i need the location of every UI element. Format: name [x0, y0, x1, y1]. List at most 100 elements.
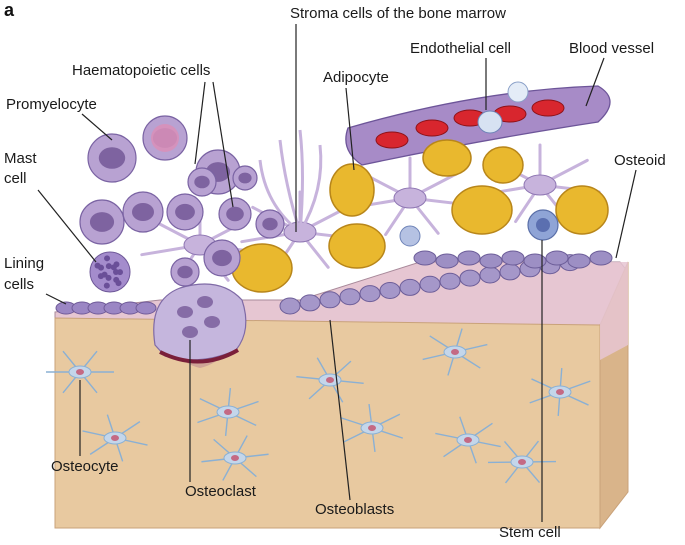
- bone-surface-cell: [413, 250, 437, 266]
- osteocyte-nucleus: [111, 435, 119, 441]
- haematopoietic-nucleus: [132, 203, 154, 221]
- stroma-process: [278, 139, 302, 233]
- red-blood-cell: [415, 119, 449, 137]
- stroma-cell: [523, 174, 557, 196]
- label-osteoclast: Osteoclast: [185, 483, 256, 500]
- bone-surface-cell: [435, 253, 459, 269]
- osteoblast-cell: [359, 285, 381, 303]
- label-stroma-cells: Stroma cells of the bone marrow: [290, 5, 506, 22]
- osteoclast-ruffled-border: [159, 348, 240, 364]
- mast-cell-granule: [103, 282, 110, 289]
- osteocyte-nucleus: [368, 425, 376, 431]
- osteoblast-cell: [319, 291, 341, 309]
- leader-haematopoietic-a: [194, 81, 206, 165]
- haematopoietic-nucleus: [175, 203, 195, 221]
- osteocyte-nucleus: [224, 409, 232, 415]
- mast-cell-granule: [94, 262, 101, 269]
- panel-letter: a: [4, 0, 15, 20]
- osteoblast-cell: [499, 263, 521, 281]
- label-promyelocyte: Promyelocyte: [6, 96, 97, 113]
- red-blood-cell: [531, 99, 565, 117]
- leader-adipocyte: [345, 87, 355, 171]
- label-endothelial-cell: Endothelial cell: [410, 40, 511, 57]
- lining-cell: [135, 301, 157, 315]
- bone-surface-cell: [545, 250, 569, 266]
- marrow-region: [55, 81, 613, 364]
- adipocyte-cell: [329, 163, 375, 217]
- stroma-process: [258, 159, 301, 234]
- stroma-process: [298, 129, 304, 233]
- mast-cell-granule: [97, 273, 104, 280]
- osteocyte-nucleus: [76, 369, 84, 375]
- haematopoietic-nucleus: [89, 212, 115, 232]
- leader-blood-vessel: [585, 57, 605, 107]
- osteoblast-cell: [379, 282, 401, 299]
- adipocyte-cell: [482, 146, 524, 184]
- adipocyte-cell: [422, 139, 472, 177]
- leader-lining-cells: [45, 293, 67, 305]
- progenitor-cell: [399, 225, 421, 247]
- haematopoietic-nucleus: [177, 265, 193, 279]
- bone-surface-cell: [457, 250, 481, 266]
- leader-osteoblasts: [329, 319, 351, 501]
- adipocyte-cell: [328, 223, 386, 269]
- label-adipocyte: Adipocyte: [323, 69, 389, 86]
- mast-cell-granule: [115, 280, 122, 287]
- haematopoietic-nucleus: [226, 206, 244, 222]
- mast-cell-granule: [116, 269, 123, 276]
- label-blood-vessel: Blood vessel: [569, 40, 655, 57]
- haematopoietic-nucleus: [238, 172, 252, 184]
- osteoblast-cell: [419, 275, 441, 293]
- label-osteocyte: Osteocyte: [51, 458, 119, 475]
- osteocyte-nucleus: [326, 377, 334, 383]
- osteoclast-nucleus: [177, 306, 193, 318]
- osteoblast-cell: [479, 266, 501, 284]
- haematopoietic-nucleus: [212, 249, 232, 267]
- osteocyte-nucleus: [231, 455, 239, 461]
- osteoblast-cell: [399, 278, 421, 296]
- osteoclast-nucleus: [197, 296, 213, 308]
- bone-surface-cell: [589, 250, 613, 266]
- red-blood-cell: [375, 131, 409, 149]
- osteocyte-nucleus: [556, 389, 564, 395]
- adipocyte-cell: [451, 185, 513, 235]
- osteoclast-cell: [153, 283, 247, 361]
- osteocyte-nucleus: [451, 349, 459, 355]
- mast-cell-granule: [105, 274, 112, 281]
- osteoblast-cell: [279, 297, 301, 315]
- bone-surface-cell: [479, 253, 503, 269]
- osteocyte-nucleus: [464, 437, 472, 443]
- label-haematopoietic-cells: Haematopoietic cells: [72, 62, 211, 79]
- bone-surface-cell: [523, 253, 547, 269]
- leader-haematopoietic-b: [212, 81, 234, 208]
- label-osteoid: Osteoid: [614, 152, 666, 169]
- haematopoietic-nucleus: [194, 175, 210, 189]
- haematopoietic-nucleus: [98, 147, 126, 169]
- adipocyte-cell: [555, 185, 609, 235]
- osteocyte-network: [46, 328, 591, 484]
- mast-cell-granule: [104, 255, 111, 262]
- mast-cell-granule: [105, 263, 112, 270]
- osteoblast-cell: [459, 269, 481, 287]
- label-osteoblasts: Osteoblasts: [315, 501, 395, 518]
- osteoblast-cell: [439, 272, 461, 290]
- label-lining-cells-line2: cells: [4, 276, 35, 293]
- osteoclast-nucleus: [182, 326, 198, 338]
- blood-vessel: [345, 85, 611, 166]
- leader-osteoid: [615, 169, 637, 259]
- leader-mast-cell: [37, 189, 97, 263]
- promyelocyte-granules: [151, 124, 179, 152]
- osteocyte-nucleus: [518, 459, 526, 465]
- label-stem-cell: Stem cell: [499, 524, 561, 541]
- leader-promyelocyte: [81, 113, 113, 141]
- label-mast-cell-line1: Mast: [4, 150, 37, 167]
- mast-cell-granule: [113, 261, 120, 268]
- stem-cell-nucleus: [536, 218, 550, 232]
- label-mast-cell-line2: cell: [4, 170, 27, 187]
- circulating-cell: [507, 81, 529, 103]
- osteoblast-cell: [339, 288, 361, 306]
- haematopoietic-nucleus: [262, 217, 278, 231]
- label-lining-cells-line1: Lining: [4, 255, 45, 272]
